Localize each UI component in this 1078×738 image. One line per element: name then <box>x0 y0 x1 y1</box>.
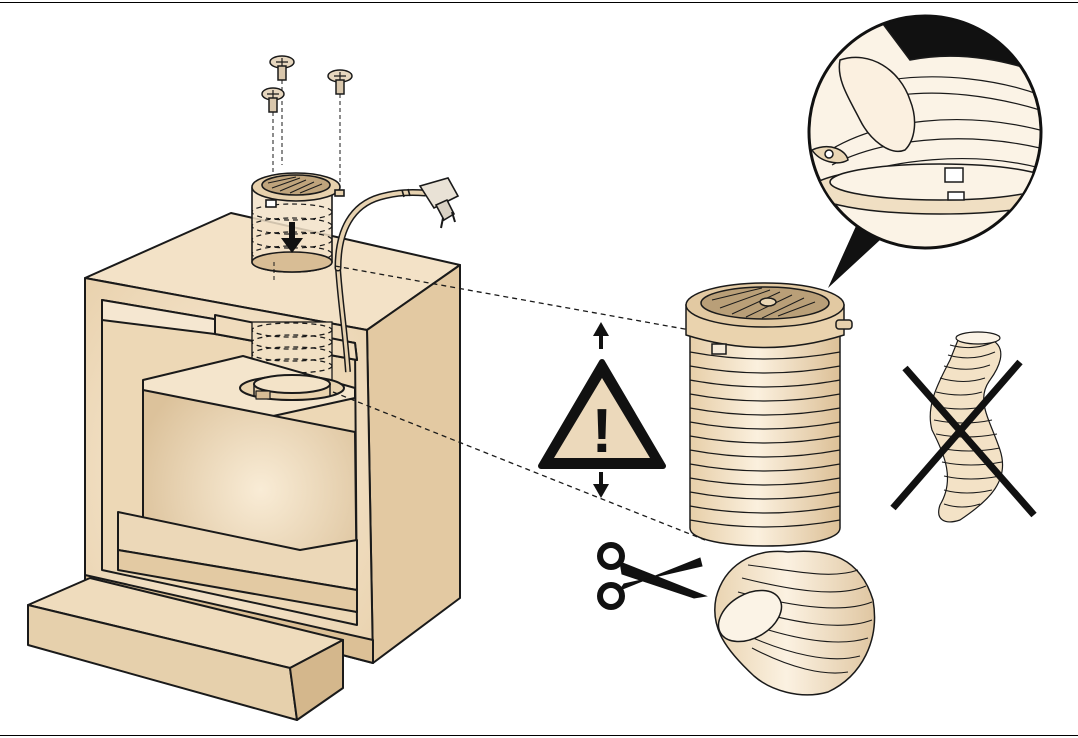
top-connection-spigot <box>251 172 345 282</box>
top-border-line <box>0 2 1078 3</box>
double-arrow-icon <box>593 322 609 498</box>
cooker-hood <box>117 355 358 613</box>
detail-zoom-callout <box>807 14 1043 288</box>
hose-body <box>689 329 841 547</box>
fixing-screws <box>261 55 353 195</box>
bottom-border-line <box>0 735 1078 736</box>
cross-mark-icon <box>890 359 1037 518</box>
arrow-down-icon <box>281 222 303 253</box>
screw-2 <box>261 87 285 175</box>
power-cable-with-plug <box>334 177 460 272</box>
incorrect-hose-example <box>929 331 1004 523</box>
warning-exclamation: ! <box>592 397 613 466</box>
scissors-icon <box>597 542 708 610</box>
plug-body <box>418 177 460 210</box>
warning-triangle-icon: ! <box>538 359 666 469</box>
flexible-duct-hose <box>685 282 876 696</box>
screw-3 <box>327 69 353 195</box>
guide-lines <box>332 265 706 541</box>
visor-side <box>289 639 344 721</box>
hood-collar-inner <box>253 374 331 394</box>
pull-out-visor <box>27 577 344 721</box>
finger <box>838 56 916 152</box>
hose-cut-end <box>717 589 783 643</box>
cabinet-right-side <box>366 264 461 664</box>
